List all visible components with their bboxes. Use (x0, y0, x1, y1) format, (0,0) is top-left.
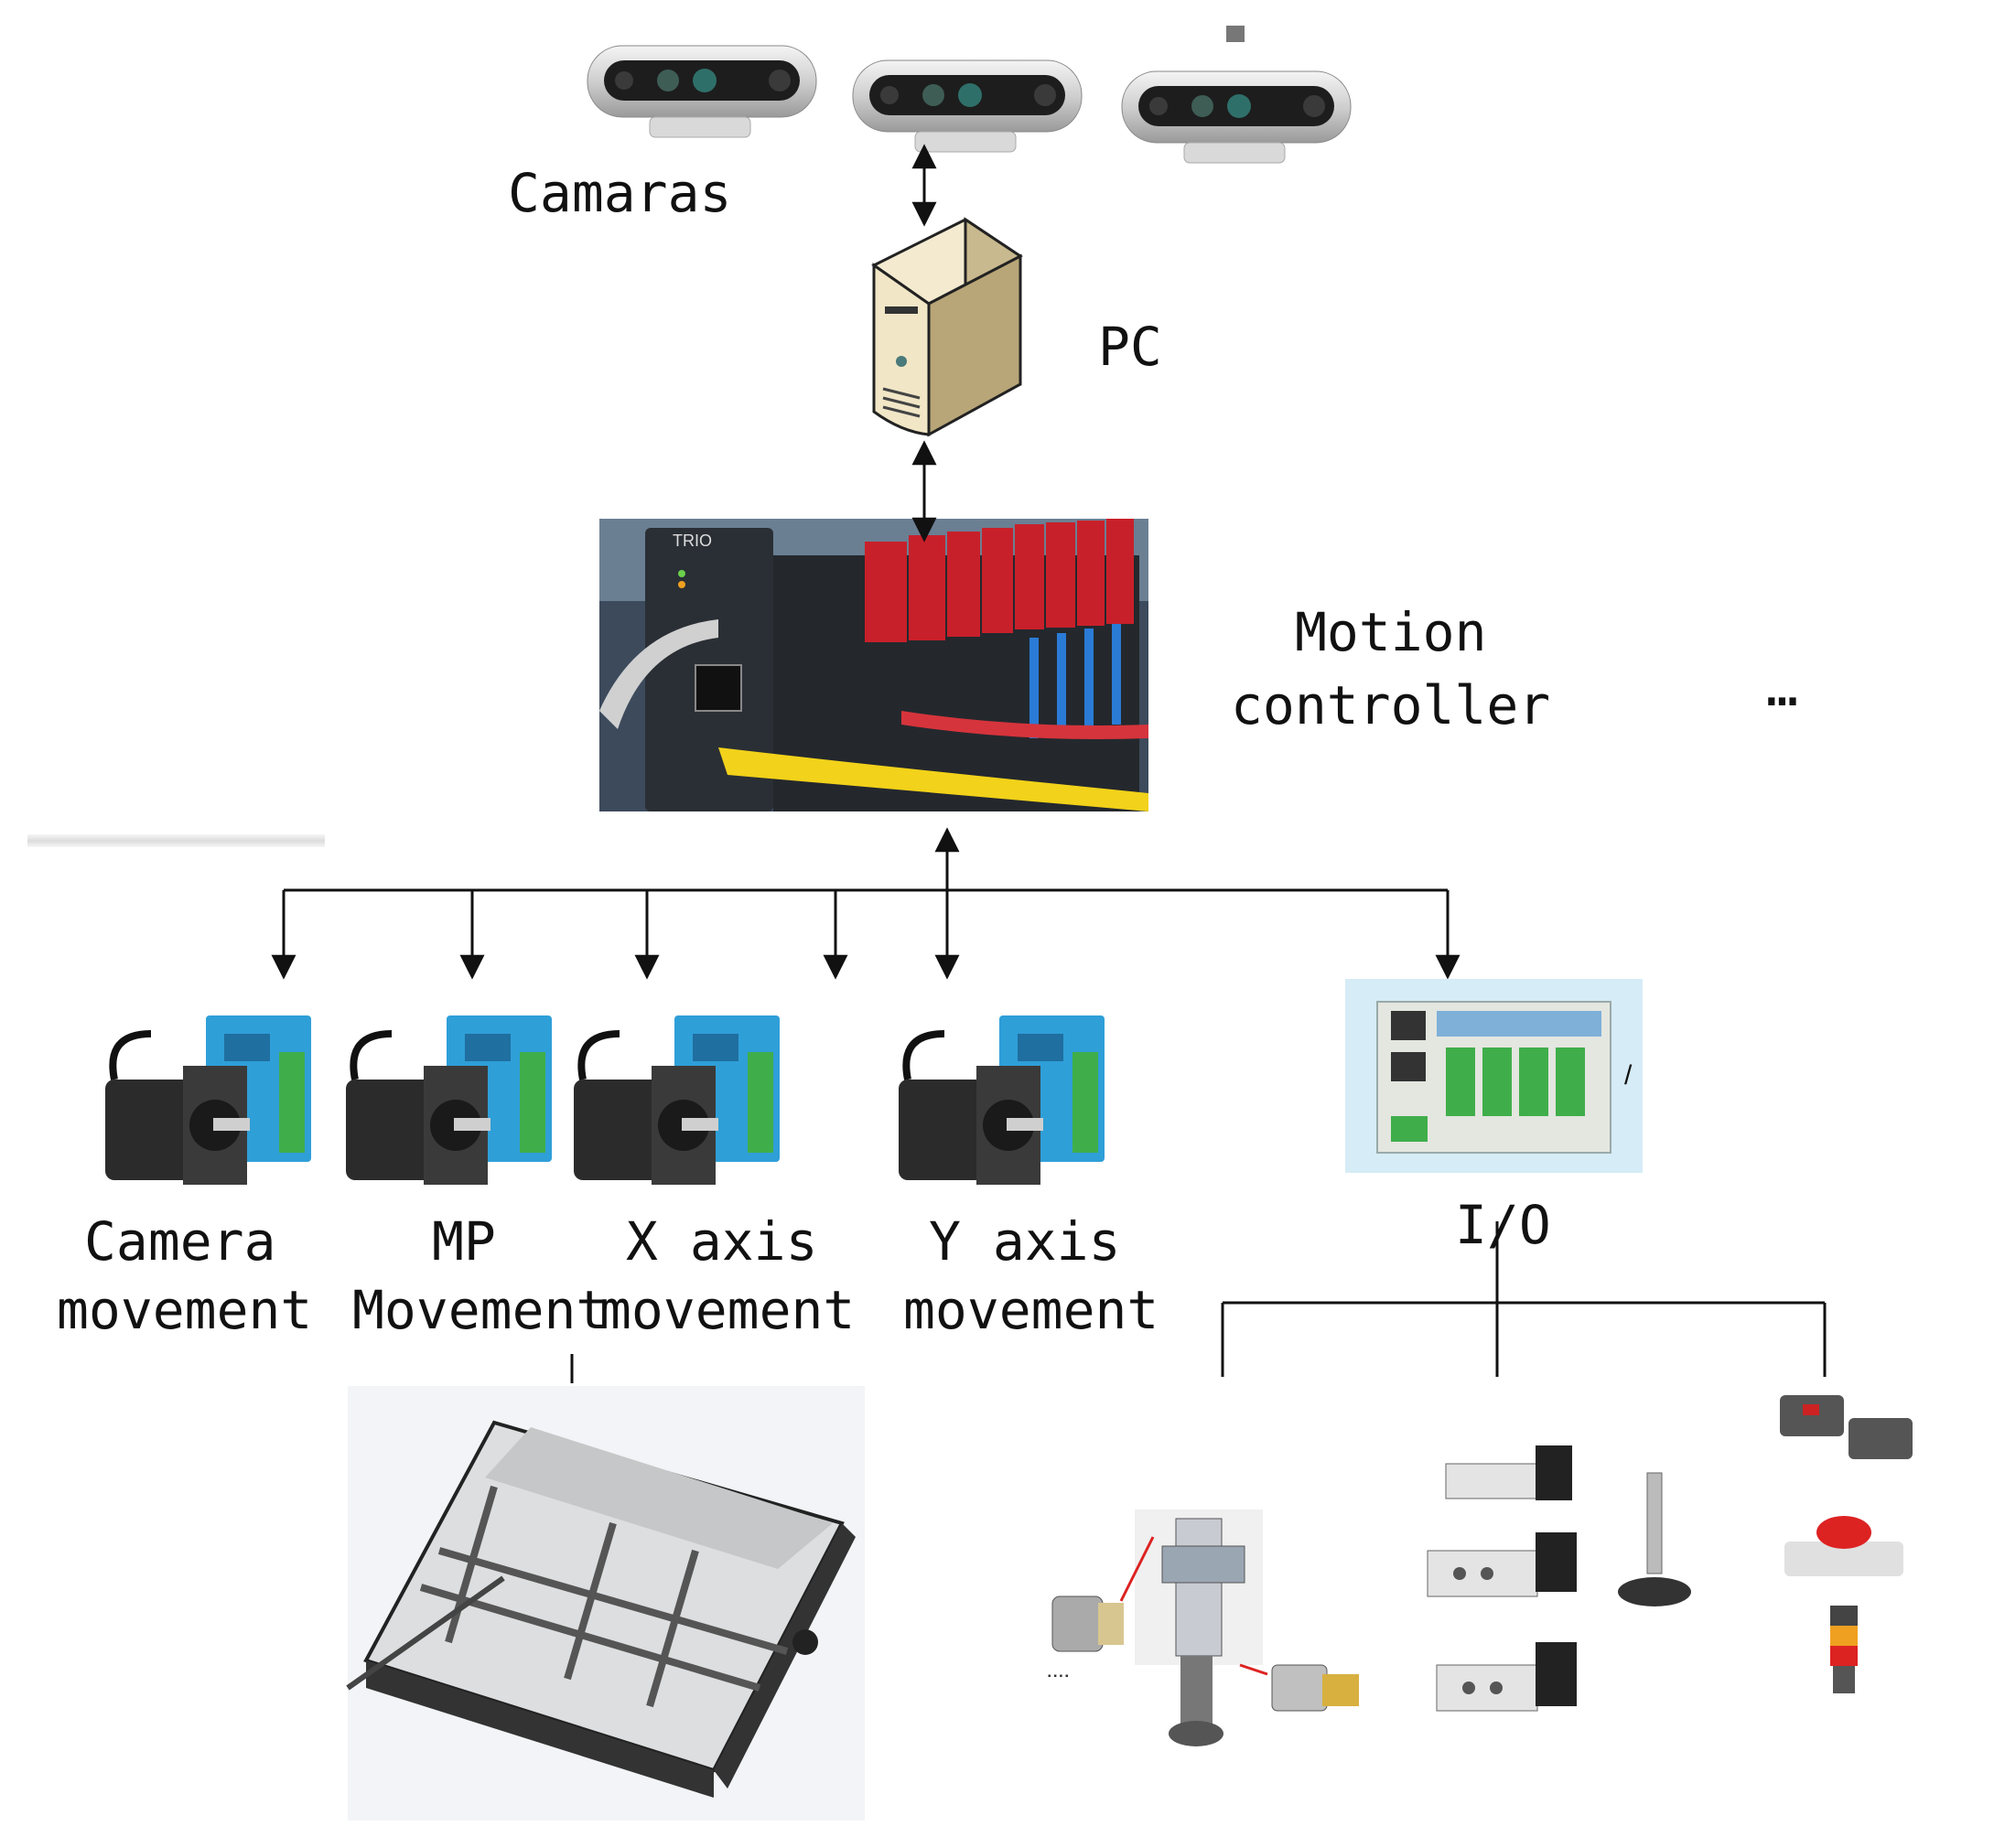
servo-motor-icon (105, 1015, 311, 1185)
pc-label: PC (1098, 316, 1162, 378)
y-axis-label-1: Y axis (929, 1210, 1121, 1273)
svg-text:TRIO: TRIO (673, 532, 712, 550)
gear-motor-assembly: ▪ ▪ ▪ ▪ (1048, 1510, 1359, 1746)
ellipsis-label: … (1766, 656, 1798, 718)
gear-motor-icon (1271, 1664, 1359, 1712)
suction-cup-icon (1618, 1472, 1691, 1606)
depth-camera-icon (852, 59, 1083, 153)
safety-device-group (1780, 1395, 1913, 1693)
x-axis-label-2: movement (599, 1279, 856, 1341)
controller-modules (865, 519, 1134, 642)
pneumatic-valve-group (1427, 1445, 1691, 1712)
sensor-icon (1780, 1395, 1913, 1459)
platform-cad-drawing (346, 1386, 865, 1821)
io-label: I/O (1455, 1194, 1551, 1256)
cameras-label: Camaras (508, 162, 732, 224)
emergency-stop-icon (1784, 1516, 1903, 1576)
io-module-icon: / (1345, 979, 1643, 1173)
gear-motor-icon (1051, 1596, 1124, 1652)
mp-movement-label-2: Movement (352, 1279, 609, 1341)
pc-tower-icon (871, 217, 1023, 437)
pneumatic-valve-icon (1427, 1532, 1577, 1597)
divider-line (27, 834, 325, 847)
svg-text:/: / (1624, 1060, 1633, 1091)
camera-movement-label-2: movement (57, 1279, 313, 1341)
mp-movement-label-1: MP (432, 1210, 496, 1273)
pneumatic-valve-icon (1436, 1642, 1577, 1712)
camera-indicator-icon (1226, 26, 1245, 42)
depth-camera-icon (1121, 70, 1352, 164)
signal-tower-icon (1830, 1606, 1858, 1693)
x-axis-label-1: X axis (626, 1210, 818, 1273)
depth-camera-icon (587, 45, 817, 138)
pick-head-icon (1119, 1510, 1268, 1746)
servo-motor-icon (899, 1015, 1105, 1185)
servo-motor-icon (346, 1015, 552, 1185)
camera-movement-label-1: Camera (84, 1210, 276, 1273)
motion-controller-label-1: Motion (1295, 601, 1487, 663)
cameras-group (587, 26, 1352, 164)
svg-text:▪ ▪ ▪ ▪: ▪ ▪ ▪ ▪ (1048, 1671, 1069, 1681)
motion-controller-photo: TRIO (599, 519, 1148, 811)
pneumatic-valve-icon (1445, 1445, 1572, 1500)
y-axis-label-2: movement (903, 1279, 1159, 1341)
servo-motor-icon (574, 1015, 780, 1185)
motion-controller-label-2: controller (1231, 674, 1551, 736)
